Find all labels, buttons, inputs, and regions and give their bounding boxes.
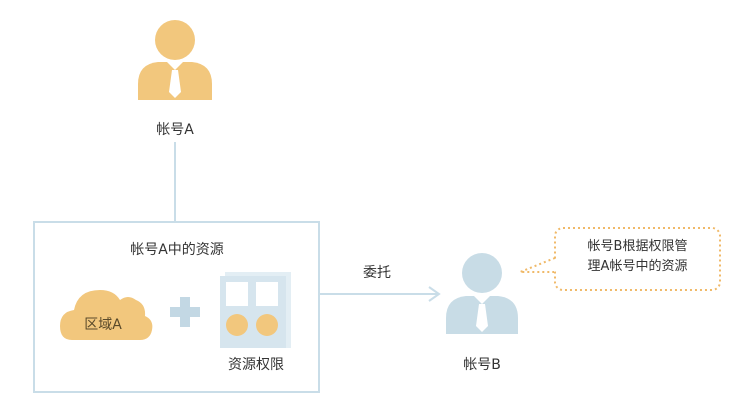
callout-line-1: 帐号B根据权限管 xyxy=(587,239,688,254)
callout-text: 帐号B根据权限管 理A帐号中的资源 xyxy=(560,237,715,277)
callout-bubble xyxy=(519,227,721,291)
resources-title: 帐号A中的资源 xyxy=(130,242,224,258)
permission-label: 资源权限 xyxy=(228,357,284,373)
account-a-person-icon xyxy=(138,20,212,100)
plus-icon xyxy=(170,297,200,327)
region-label: 区域A xyxy=(84,317,122,333)
delegate-arrow xyxy=(319,286,441,302)
permission-panel-icon xyxy=(220,272,291,348)
account-a-label: 帐号A xyxy=(156,122,194,138)
cloud-icon xyxy=(60,290,153,340)
callout-line-2: 理A帐号中的资源 xyxy=(587,259,688,274)
account-b-person-icon xyxy=(446,253,518,334)
delegate-label: 委托 xyxy=(363,265,391,281)
account-b-label: 帐号B xyxy=(463,357,501,373)
